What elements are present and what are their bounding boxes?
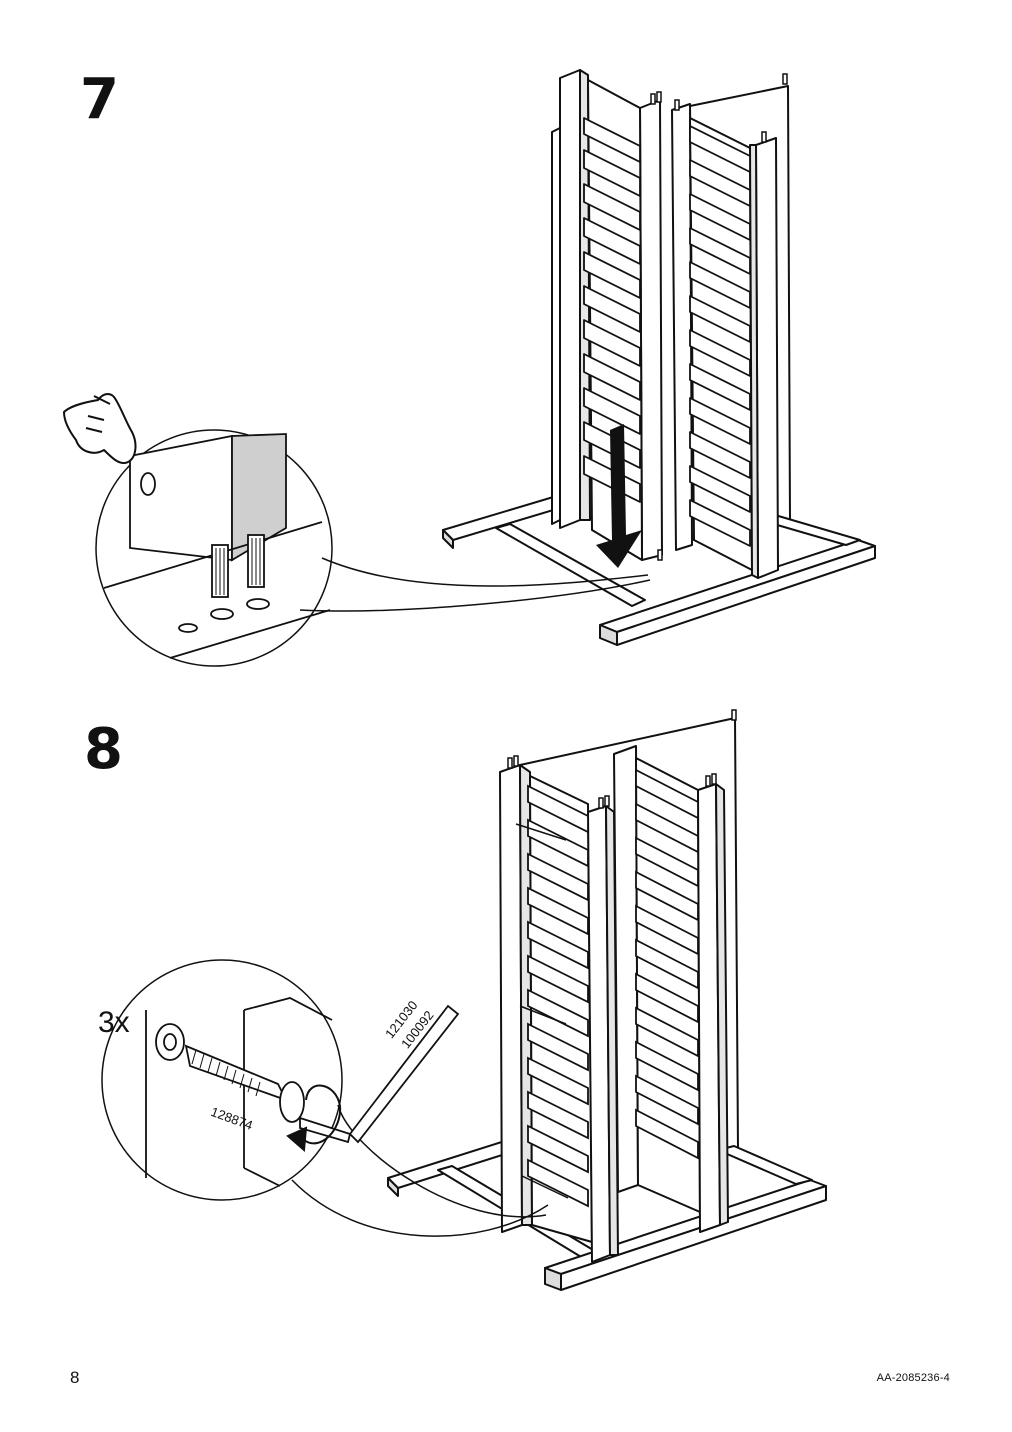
- right-ladder-panel: [671, 103, 779, 579]
- dowels: [650, 73, 788, 561]
- step-7-number: 7: [80, 67, 119, 132]
- step-7-illustration: [63, 69, 876, 667]
- down-arrow-icon: [596, 424, 642, 568]
- document-code: AA-2085236-4: [876, 1372, 950, 1384]
- pointing-hand-icon: [63, 393, 137, 464]
- detail-circle-8: [101, 959, 549, 1237]
- slats-right: [689, 125, 751, 547]
- left-ladder-panel: [551, 69, 663, 561]
- base-frame: [442, 494, 876, 646]
- bolt-part-number: 128874: [208, 1104, 255, 1133]
- page-number: 8: [70, 1368, 80, 1387]
- detail-contents: [103, 433, 331, 659]
- slats-left: [583, 117, 641, 503]
- quantity-label: 3x: [98, 1006, 130, 1039]
- step-8-number: 8: [84, 717, 123, 782]
- rotate-arrow-icon: [286, 1084, 342, 1153]
